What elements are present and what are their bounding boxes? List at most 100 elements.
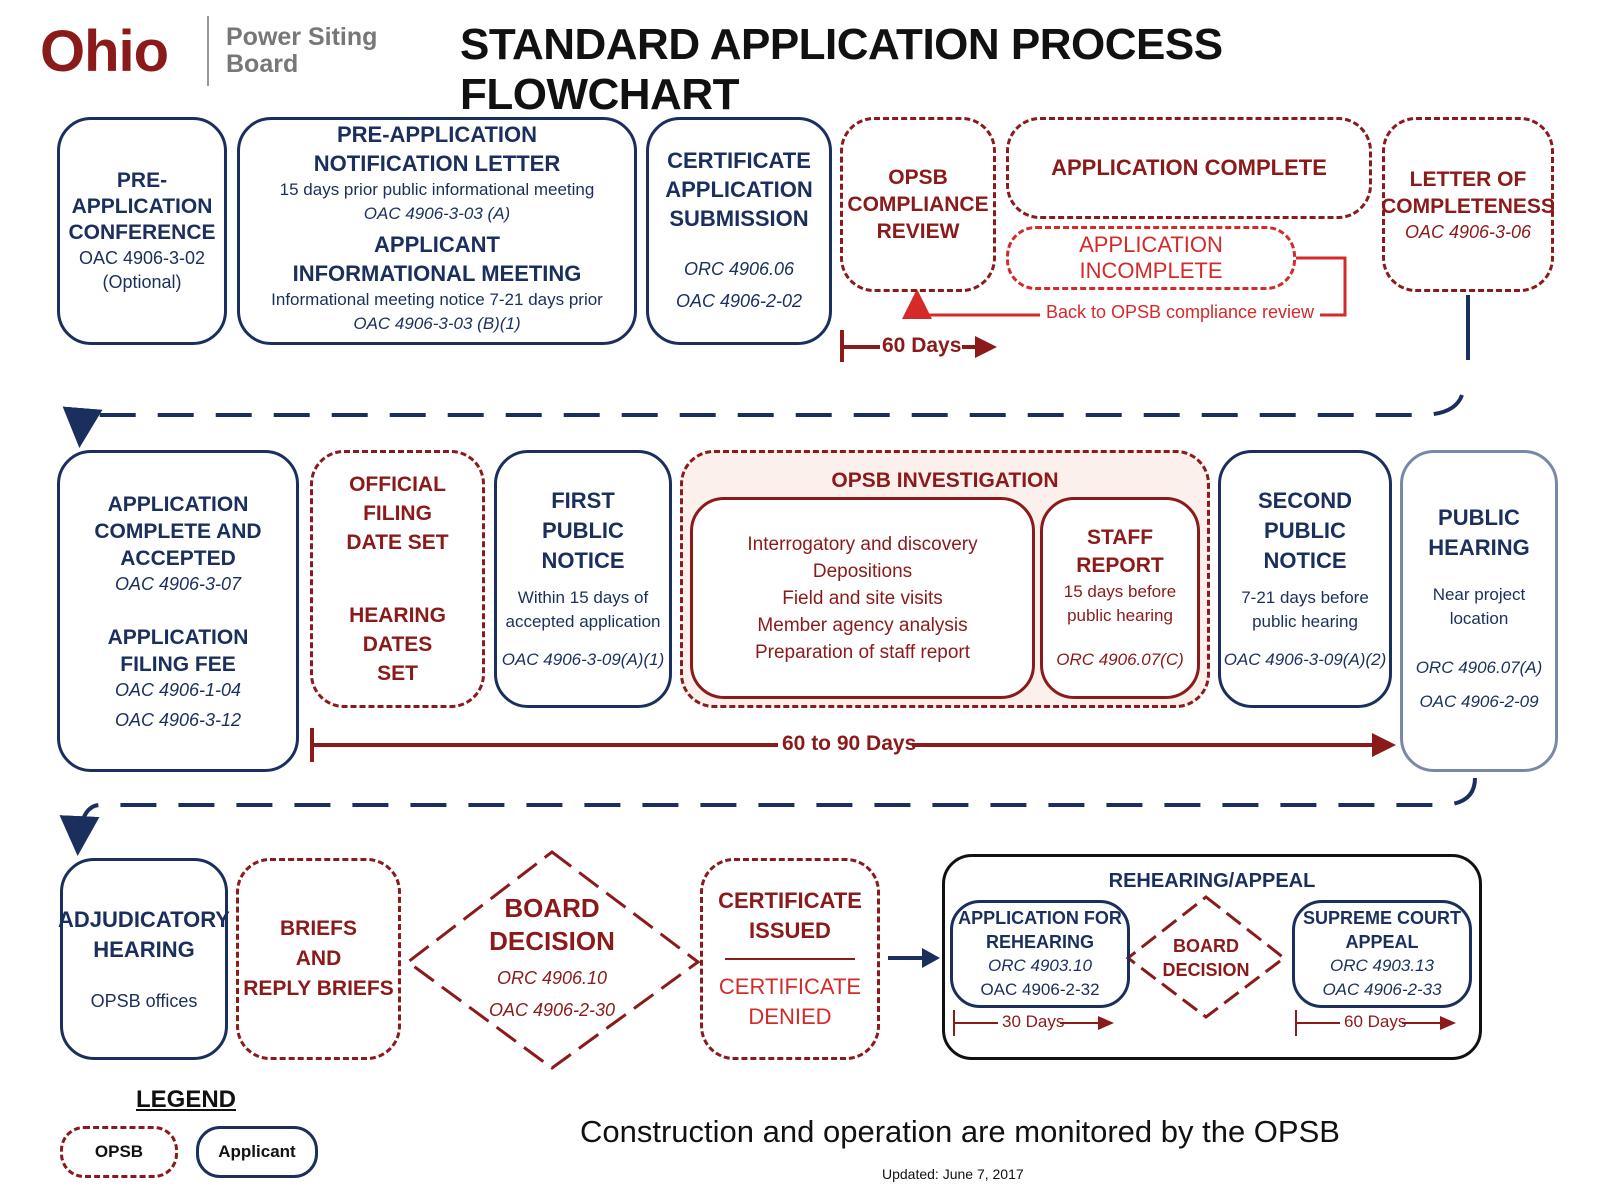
filing-fee-ref1: OAC 4906-1-04 bbox=[114, 679, 242, 700]
certificate-denied: CERTIFICATE DENIED bbox=[718, 974, 862, 1029]
app-rehearing-ref1: ORC 4903.10 bbox=[988, 956, 1092, 975]
investigation-item: Preparation of staff report bbox=[754, 641, 971, 663]
adjudicatory-title: ADJUDICATORY HEARING bbox=[58, 907, 230, 962]
adjudicatory-hearing-box: ADJUDICATORY HEARING OPSB offices bbox=[58, 858, 230, 1060]
legend-title: LEGEND bbox=[136, 1086, 237, 1113]
pre-app-letter-note: 15 days prior public informational meeti… bbox=[279, 180, 595, 199]
filing-fee-ref2: OAC 4906-3-12 bbox=[114, 709, 242, 730]
pre-application-letter-box: PRE-APPLICATION NOTIFICATION LETTER 15 d… bbox=[237, 117, 637, 345]
first-notice-note: Within 15 days of accepted application bbox=[505, 588, 661, 631]
public-hearing-note: Near project location bbox=[1432, 585, 1526, 628]
certificate-outcome-box: CERTIFICATE ISSUED CERTIFICATE DENIED bbox=[700, 858, 880, 1060]
back-to-review-label: Back to OPSB compliance review bbox=[1040, 302, 1320, 323]
app-incomplete-title: APPLICATION INCOMPLETE bbox=[1079, 232, 1223, 283]
board-decision-content: BOARD DECISION ORC 4906.10 OAC 4906-2-30 bbox=[452, 892, 652, 1026]
public-hearing-ref2: OAC 4906-2-09 bbox=[1419, 692, 1539, 711]
days-60-small-label: 60 Days bbox=[1344, 1012, 1407, 1031]
board-decision-ref1: ORC 4906.10 bbox=[496, 968, 608, 988]
board-decision-title: BOARD DECISION bbox=[489, 893, 615, 956]
logo-subtitle: Power Siting Board bbox=[226, 24, 377, 78]
application-incomplete-box: APPLICATION INCOMPLETE bbox=[1006, 226, 1296, 290]
days-60-90-label: 60 to 90 Days bbox=[782, 732, 917, 755]
informational-meeting-title: APPLICANT INFORMATIONAL MEETING bbox=[292, 232, 582, 286]
ohio-logo: Ohio bbox=[40, 18, 200, 84]
certificate-submission-box: CERTIFICATE APPLICATION SUBMISSION ORC 4… bbox=[646, 117, 832, 345]
ohio-logo-text: Ohio bbox=[40, 19, 169, 84]
complete-accepted-title: APPLICATION COMPLETE AND ACCEPTED bbox=[94, 492, 262, 570]
board-decision-diamond bbox=[405, 850, 701, 1070]
monitored-statement: Construction and operation are monitored… bbox=[580, 1114, 1340, 1149]
days-30-label: 30 Days bbox=[1002, 1012, 1065, 1031]
connector-row2-row3-dashed bbox=[59, 777, 1477, 856]
app-complete-title: APPLICATION COMPLETE bbox=[1051, 155, 1327, 180]
legend-opsb: OPSB bbox=[60, 1126, 178, 1178]
back-to-review-arrow bbox=[917, 256, 1347, 315]
official-filing-title: OFFICIAL FILING DATE SET bbox=[346, 473, 449, 554]
legend-applicant-label: Applicant bbox=[218, 1142, 296, 1161]
briefs-title: BRIEFS AND REPLY BRIEFS bbox=[243, 917, 394, 1000]
staff-report-note: 15 days before public hearing bbox=[1063, 582, 1177, 625]
pre-app-conf-ref: OAC 4906-3-02 bbox=[78, 248, 206, 268]
page-title: STANDARD APPLICATION PROCESS FLOWCHART bbox=[460, 20, 1223, 119]
cert-submission-ref2: OAC 4906-2-02 bbox=[675, 290, 803, 311]
pre-application-conference-box: PRE- APPLICATION CONFERENCE OAC 4906-3-0… bbox=[57, 117, 227, 345]
updated-date: Updated: June 7, 2017 bbox=[882, 1166, 1024, 1182]
letter-completeness-title: LETTER OF COMPLETENESS bbox=[1381, 167, 1555, 218]
second-public-notice-box: SECOND PUBLIC NOTICE 7-21 days before pu… bbox=[1218, 450, 1392, 708]
rehearing-title: REHEARING/APPEAL bbox=[1108, 870, 1316, 892]
letter-completeness-ref: OAC 4906-3-06 bbox=[1404, 221, 1532, 242]
letter-completeness-box: LETTER OF COMPLETENESS OAC 4906-3-06 bbox=[1381, 117, 1555, 292]
investigation-item: Member agency analysis bbox=[757, 614, 968, 636]
compliance-review-title: OPSB COMPLIANCE REVIEW bbox=[847, 166, 989, 243]
supreme-court-box: SUPREME COURT APPEAL ORC 4903.13 OAC 490… bbox=[1292, 900, 1472, 1008]
cert-to-rehearing-arrowhead bbox=[922, 948, 940, 968]
connector-row1-row2-dashed bbox=[62, 394, 1464, 448]
application-complete-box: APPLICATION COMPLETE bbox=[1006, 117, 1372, 219]
informational-meeting-ref: OAC 4906-3-03 (B)(1) bbox=[353, 314, 521, 333]
pre-app-conf-title: PRE- APPLICATION CONFERENCE bbox=[68, 169, 216, 244]
app-rehearing-title: APPLICATION FOR REHEARING bbox=[958, 908, 1122, 952]
briefs-box: BRIEFS AND REPLY BRIEFS bbox=[236, 858, 401, 1060]
adjudicatory-note: OPSB offices bbox=[90, 991, 198, 1011]
logo-line1: Power Siting bbox=[226, 23, 378, 51]
days30-arrowhead bbox=[1098, 1016, 1114, 1030]
investigation-item: Field and site visits bbox=[782, 587, 943, 609]
certificate-divider bbox=[725, 958, 855, 960]
days60-arrowhead bbox=[975, 336, 997, 358]
hearing-dates-title: HEARING DATES SET bbox=[349, 604, 446, 685]
informational-meeting-note: Informational meeting notice 7-21 days p… bbox=[271, 290, 603, 309]
pre-app-conf-note: (Optional) bbox=[102, 272, 182, 292]
legend-opsb-label: OPSB bbox=[94, 1142, 144, 1161]
filing-fee-title: APPLICATION FILING FEE bbox=[107, 625, 249, 676]
legend-applicant: Applicant bbox=[196, 1126, 318, 1178]
compliance-review-box: OPSB COMPLIANCE REVIEW bbox=[840, 117, 996, 292]
days60b-arrowhead bbox=[1440, 1016, 1456, 1030]
cert-submission-title: CERTIFICATE APPLICATION SUBMISSION bbox=[665, 147, 813, 231]
supreme-ref1: ORC 4903.13 bbox=[1330, 956, 1434, 975]
investigation-item: Interrogatory and discovery bbox=[747, 533, 978, 555]
supreme-ref2: OAC 4906-2-33 bbox=[1322, 980, 1442, 999]
logo-divider bbox=[207, 16, 209, 86]
staff-report-title: STAFF REPORT bbox=[1076, 526, 1164, 577]
small-board-decision-label: BOARD DECISION bbox=[1162, 936, 1250, 980]
cert-submission-ref1: ORC 4906.06 bbox=[683, 258, 795, 279]
investigation-activities-box: Interrogatory and discovery Depositions … bbox=[690, 497, 1035, 699]
official-filing-box: OFFICIAL FILING DATE SET HEARING DATES S… bbox=[310, 450, 485, 708]
pre-app-letter-ref: OAC 4906-3-03 (A) bbox=[363, 204, 511, 223]
days6090-arrowhead bbox=[1372, 733, 1396, 757]
supreme-title: SUPREME COURT APPEAL bbox=[1302, 908, 1461, 952]
first-public-notice-box: FIRST PUBLIC NOTICE Within 15 days of ac… bbox=[494, 450, 672, 708]
application-rehearing-box: APPLICATION FOR REHEARING ORC 4903.10 OA… bbox=[950, 900, 1130, 1008]
second-notice-ref: OAC 4906-3-09(A)(2) bbox=[1223, 650, 1387, 669]
logo-line2: Board bbox=[226, 50, 299, 78]
first-notice-ref: OAC 4906-3-09(A)(1) bbox=[501, 650, 665, 669]
board-decision-ref2: OAC 4906-2-30 bbox=[488, 1000, 616, 1020]
first-notice-title: FIRST PUBLIC NOTICE bbox=[541, 488, 625, 573]
days-60-label: 60 Days bbox=[882, 334, 962, 357]
public-hearing-box: PUBLIC HEARING Near project location ORC… bbox=[1400, 450, 1558, 772]
rehearing-appeal-box: REHEARING/APPEAL bbox=[942, 854, 1482, 1060]
complete-accepted-ref: OAC 4906-3-07 bbox=[114, 573, 242, 594]
second-notice-title: SECOND PUBLIC NOTICE bbox=[1257, 488, 1353, 573]
public-hearing-title: PUBLIC HEARING bbox=[1428, 505, 1530, 560]
